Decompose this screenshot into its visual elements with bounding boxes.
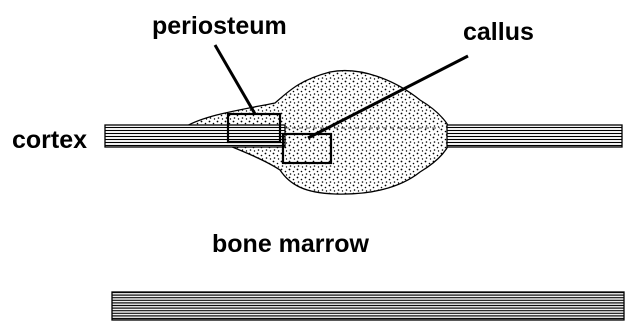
- cortex-bottom: [112, 292, 624, 320]
- periosteum-label: periosteum: [152, 12, 287, 40]
- callus-label: callus: [463, 18, 534, 46]
- periosteum-leader: [215, 45, 255, 114]
- cortex-right-segment: [447, 125, 622, 147]
- cortex-left-segment: [105, 125, 285, 147]
- bone-marrow-label: bone marrow: [212, 230, 370, 258]
- cortex-label: cortex: [12, 126, 87, 154]
